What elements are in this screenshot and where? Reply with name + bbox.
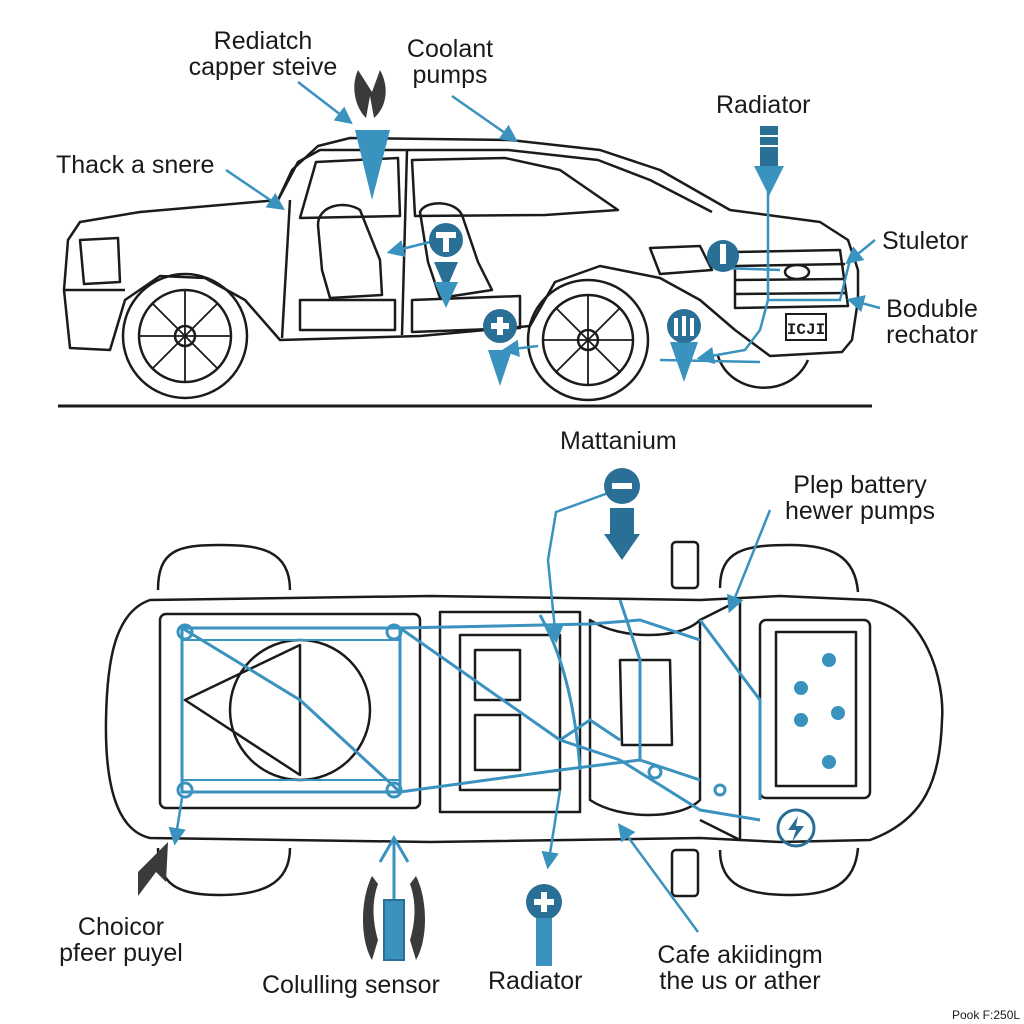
wheel-front-left	[718, 543, 860, 593]
gear-icon	[667, 309, 701, 343]
label-coolant-pumps: Coolant pumps	[380, 36, 520, 88]
corner-note: Pook F:250L	[952, 1008, 1021, 1022]
label-line: Plep battery	[793, 471, 927, 499]
label-line: capper steive	[188, 53, 338, 81]
chassis-outline	[104, 594, 944, 844]
label-line: Choicor	[77, 913, 165, 941]
chassis-coolant-frame	[176, 599, 762, 822]
label-cafe-akiidingm: Cafe akiidingm the us or ather	[640, 942, 840, 994]
side-down-arrows	[355, 126, 784, 386]
mattanium-down-arrow	[604, 508, 640, 560]
wheel-rear-left	[156, 543, 292, 591]
label-thack-a-snere: Thack a snere	[56, 151, 215, 179]
label-choicor: Choicor pfeer puyel	[46, 914, 196, 966]
front-window	[410, 156, 620, 218]
label-line: Boduble	[886, 295, 978, 323]
label-line: Cafe akiidingm	[657, 941, 823, 969]
wheel-front-right	[718, 847, 860, 897]
label-radiator-top: Radiator	[716, 91, 811, 119]
top-pointer-arrows	[168, 486, 772, 933]
label-boduble-rechator: Boduble rechator	[872, 296, 992, 348]
label-mattanium: Mattanium	[560, 427, 677, 455]
label-stuletor: Stuletor	[882, 227, 969, 255]
label-line: pumps	[412, 61, 488, 89]
headlight	[648, 244, 714, 276]
label-rediatch-capper: Rediatch capper steive	[178, 28, 348, 80]
minus-icon	[604, 468, 640, 504]
label-radiator-bottom: Radiator	[488, 967, 583, 995]
coolant-pump-down-arrow	[355, 130, 390, 200]
choicor-gray-arrow	[138, 842, 168, 896]
front-seat	[418, 202, 494, 300]
rear-wheel	[121, 272, 249, 400]
license-plate	[785, 313, 827, 341]
wrench-icon	[429, 223, 463, 257]
label-line: Rediatch	[213, 27, 313, 55]
label-colulling-sensor: Colulling sensor	[262, 971, 440, 999]
license-plate-text: ICJI	[787, 321, 825, 339]
label-line: rechator	[886, 321, 978, 349]
label-line: pfeer puyel	[59, 939, 183, 967]
label-plep-battery: Plep battery hewer pumps	[770, 472, 950, 524]
truck-bed	[158, 612, 422, 810]
label-line: Coolant	[406, 35, 494, 63]
front-wheel	[526, 278, 650, 402]
sensor-icon	[363, 835, 425, 961]
engine-ports	[794, 653, 845, 769]
label-line: the us or ather	[659, 967, 821, 995]
rear-window	[298, 156, 402, 220]
label-line: hewer pumps	[784, 497, 936, 525]
plus-icon	[483, 309, 517, 343]
pin-icon	[707, 240, 739, 272]
side-pointer-arrows	[225, 81, 881, 313]
plus-icon-radiator	[526, 884, 562, 966]
rear-seat	[316, 203, 384, 300]
rediatch-gray-arrow	[354, 70, 386, 118]
wheel-rear-right	[156, 847, 292, 897]
chassis-top-view	[104, 540, 944, 898]
bolt-icon	[776, 808, 816, 848]
